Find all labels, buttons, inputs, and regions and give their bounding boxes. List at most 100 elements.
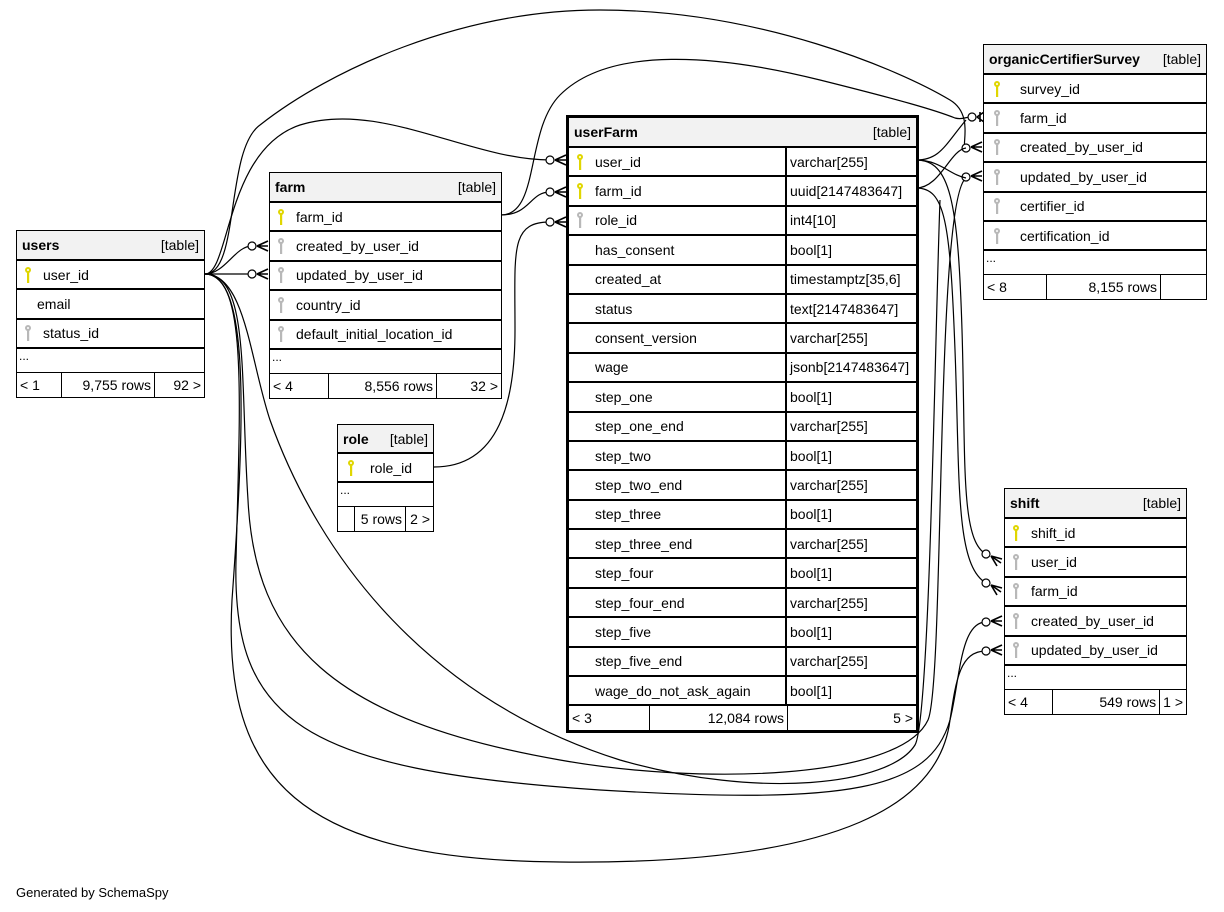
column-name: user_id xyxy=(1031,554,1077,571)
column-row[interactable]: farm_id xyxy=(1005,578,1186,608)
edge-userfarm-farm-ocs xyxy=(915,147,967,189)
column-row[interactable]: status_id xyxy=(17,320,204,350)
column-name: consent_version xyxy=(595,330,697,347)
column-row[interactable]: email xyxy=(17,290,204,320)
edge-end-marker xyxy=(961,172,971,182)
column-row[interactable]: created_by_user_id xyxy=(1005,607,1186,637)
column-row[interactable]: farm_id xyxy=(984,104,1206,134)
column-name: updated_by_user_id xyxy=(1031,642,1158,659)
primary-key-icon xyxy=(575,182,589,200)
column-name: has_consent xyxy=(595,241,675,258)
crow-foot-icon xyxy=(990,615,1003,627)
column-name: certifier_id xyxy=(1020,198,1085,215)
table-name: organicCertifierSurvey xyxy=(989,51,1140,67)
children-count[interactable]: 92 > xyxy=(154,373,204,398)
column-row[interactable]: created_by_user_id xyxy=(984,134,1206,164)
edge-end-marker xyxy=(545,187,555,197)
column-row[interactable]: certification_id xyxy=(984,222,1206,252)
column-type: varchar[255] xyxy=(785,148,916,176)
children-count[interactable]: 5 > xyxy=(787,706,916,731)
table-organic-certifier-survey[interactable]: organicCertifierSurvey [table] survey_id… xyxy=(983,44,1207,301)
more-columns: ... xyxy=(270,350,501,374)
foreign-key-icon xyxy=(992,109,1006,127)
column-name: farm_id xyxy=(1031,583,1078,600)
column-name: step_two xyxy=(595,447,652,464)
column-name: step_five xyxy=(595,623,652,640)
crow-foot-icon xyxy=(990,555,1003,567)
column-name: created_by_user_id xyxy=(1031,612,1154,629)
column-type: varchar[255] xyxy=(785,647,916,676)
more-columns: ... xyxy=(984,251,1206,276)
primary-key-icon xyxy=(992,80,1006,98)
generated-by-label: Generated by SchemaSpy xyxy=(16,885,169,900)
children-count[interactable] xyxy=(1160,275,1206,300)
parents-count[interactable]: < 8 xyxy=(987,279,1007,296)
column-row[interactable]: created_by_user_id xyxy=(270,232,501,262)
foreign-key-icon xyxy=(276,237,290,255)
children-count[interactable]: 2 > xyxy=(405,507,433,532)
column-name: created_by_user_id xyxy=(296,238,419,255)
column-row[interactable]: farm_id xyxy=(270,203,501,233)
table-footer: 5 rows 2 > xyxy=(338,507,433,532)
edge-userfarm-shift-user xyxy=(915,159,987,555)
column-row[interactable]: updated_by_user_id xyxy=(1005,637,1186,666)
column-row[interactable]: user_id xyxy=(1005,548,1186,578)
primary-key-icon xyxy=(1011,524,1025,542)
foreign-key-icon xyxy=(1011,582,1025,600)
table-farm[interactable]: farm [table] farm_id created_by_user_id … xyxy=(269,172,502,399)
column-row[interactable]: user_id xyxy=(17,261,204,291)
row-count: 9,755 rows xyxy=(61,373,154,398)
table-name: farm xyxy=(275,179,306,195)
table-header: userFarm [table] xyxy=(569,118,916,148)
edge-end-marker xyxy=(247,241,257,251)
column-name: updated_by_user_id xyxy=(296,267,423,284)
row-count: 5 rows xyxy=(354,507,405,532)
column-type: int4[10] xyxy=(785,206,916,235)
children-count[interactable]: 32 > xyxy=(436,373,501,398)
column-row[interactable]: default_initial_location_id xyxy=(270,321,501,350)
column-row[interactable]: role_id xyxy=(338,454,433,484)
foreign-key-icon xyxy=(23,324,37,342)
parents-count[interactable]: < 4 xyxy=(273,377,293,394)
column-type: bool[1] xyxy=(785,677,916,705)
table-shift[interactable]: shift [table] shift_id user_id farm_id c… xyxy=(1004,488,1187,715)
parents-count[interactable]: < 1 xyxy=(20,377,40,394)
column-row[interactable]: updated_by_user_id xyxy=(984,163,1206,193)
foreign-key-icon xyxy=(276,266,290,284)
column-row[interactable]: shift_id xyxy=(1005,519,1186,549)
table-role[interactable]: role [table] role_id ... 5 rows 2 > xyxy=(337,424,434,533)
column-row[interactable]: survey_id xyxy=(984,75,1206,105)
column-row[interactable]: country_id xyxy=(270,291,501,321)
parents-count[interactable] xyxy=(338,507,354,531)
crow-foot-icon xyxy=(256,240,269,252)
column-row[interactable]: certifier_id xyxy=(984,193,1206,222)
children-count[interactable]: 1 > xyxy=(1159,689,1186,714)
table-users[interactable]: users [table] user_id email status_id ..… xyxy=(16,230,205,399)
column-name: farm_id xyxy=(1020,110,1067,127)
parents-count[interactable]: < 4 xyxy=(1008,693,1028,710)
column-name: step_two_end xyxy=(595,476,683,493)
column-row[interactable]: updated_by_user_id xyxy=(270,262,501,292)
parents-count[interactable]: < 3 xyxy=(572,710,592,727)
column-name: farm_id xyxy=(296,208,343,225)
